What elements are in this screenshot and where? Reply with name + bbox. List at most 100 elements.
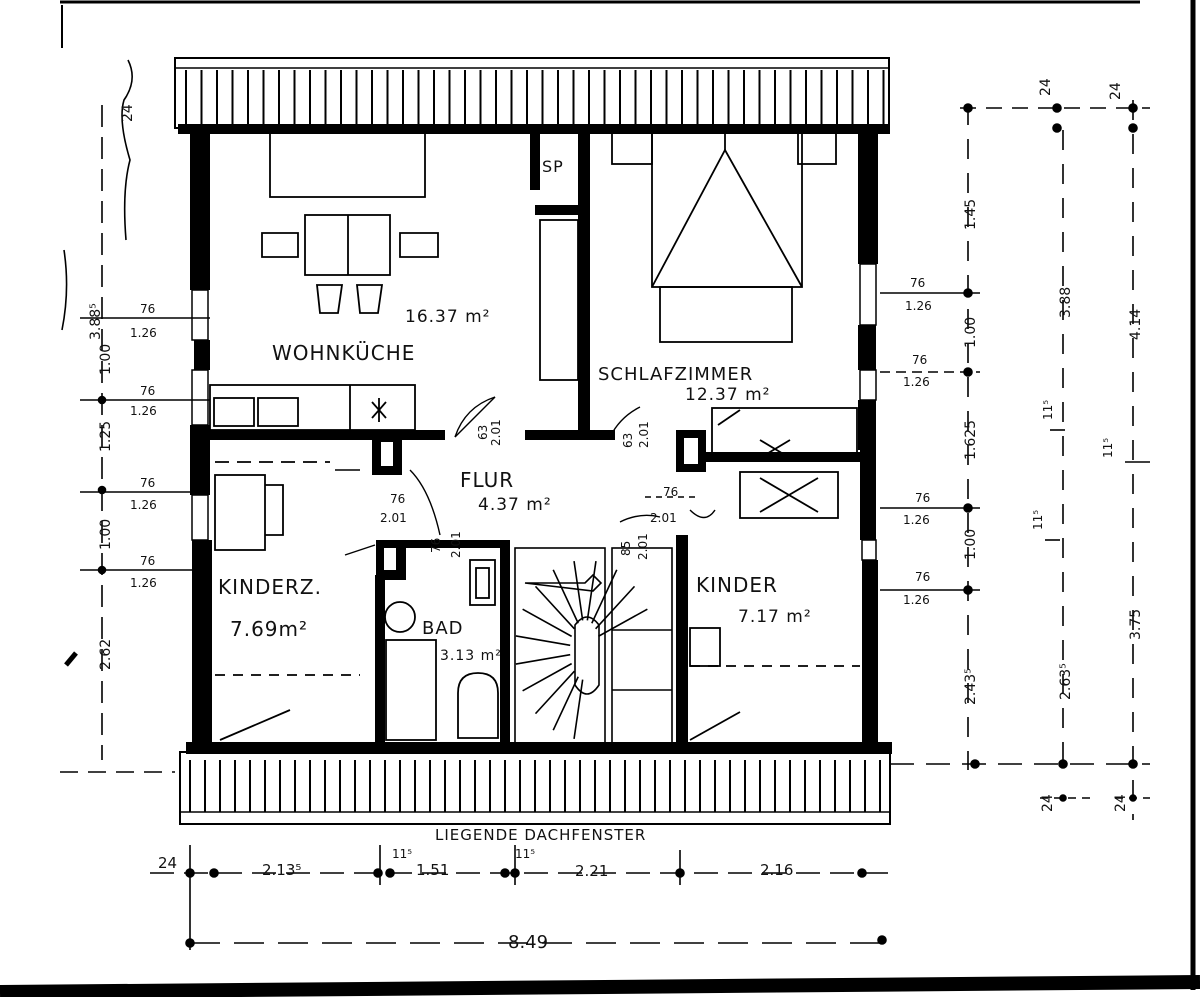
dim-bottom-wall-a: 11⁵ bbox=[392, 847, 412, 861]
staircase bbox=[514, 547, 673, 744]
exterior-walls bbox=[178, 124, 892, 754]
dim-bottom-stair: 2.21 bbox=[575, 862, 608, 880]
dim-bottom-wall-b: 11⁵ bbox=[515, 847, 535, 861]
dim-right-bottom-2: 24 bbox=[1113, 794, 1129, 812]
dim-bottom-bad: 1.51 bbox=[416, 861, 449, 879]
door-2-height: 2.01 bbox=[637, 421, 651, 448]
room-name-sp: SP bbox=[542, 157, 564, 176]
dim-bottom-kinderz: 2.13⁵ bbox=[262, 861, 301, 879]
door-4-width: 76 bbox=[429, 538, 443, 553]
left-dimensions: 24 3.88⁵ 1.00 1.25 1.00 2.62 bbox=[88, 104, 136, 670]
window-right-4-width: 76 bbox=[915, 570, 930, 584]
stair-tread bbox=[522, 608, 573, 638]
room-area-wohnkueche: 16.37 m² bbox=[405, 307, 490, 327]
room-area-kinderzimmer: 7.69m² bbox=[230, 617, 308, 641]
stair-tread bbox=[534, 585, 575, 630]
roof-strip-bottom bbox=[179, 751, 891, 825]
dim-left-h100b: 1.00 bbox=[98, 519, 114, 550]
stair-tread bbox=[534, 670, 575, 715]
window-right-4-height: 1.26 bbox=[903, 593, 930, 607]
dim-left-total: 3.88⁵ bbox=[88, 303, 104, 340]
room-name-wohnkueche: WOHNKÜCHE bbox=[272, 341, 415, 365]
dim-right-h100b: 1.00 bbox=[963, 529, 979, 560]
stair-tread bbox=[522, 662, 573, 692]
room-name-schlafzimmer: SCHLAFZIMMER bbox=[598, 364, 753, 385]
dim-right-h243: 2.43⁵ bbox=[963, 668, 979, 705]
interior-walls bbox=[205, 130, 860, 747]
dim-left-h100a: 1.00 bbox=[98, 344, 114, 375]
stair-tread bbox=[552, 569, 579, 624]
room-labels: WOHNKÜCHE 16.37 m² SP SCHLAFZIMMER 12.37… bbox=[218, 157, 812, 844]
dim-right-h100: 1.00 bbox=[963, 317, 979, 348]
right-window-dimensions: 76 1.26 76 1.26 76 1.26 76 1.26 bbox=[903, 276, 932, 607]
window-left-2-width: 76 bbox=[140, 384, 155, 398]
room-name-kinder: KINDER bbox=[696, 573, 778, 597]
column-voids bbox=[381, 438, 698, 570]
room-area-flur: 4.37 m² bbox=[478, 495, 552, 515]
door-5-height: 2.01 bbox=[650, 511, 677, 525]
stair-tread bbox=[552, 676, 579, 731]
room-name-kinderzimmer: KINDERZ. bbox=[218, 575, 322, 599]
door-2-width: 63 bbox=[621, 433, 635, 448]
dim-left-top: 24 bbox=[120, 104, 136, 122]
window-left-3-height: 1.26 bbox=[130, 498, 157, 512]
door-3-height: 2.01 bbox=[380, 511, 407, 525]
dimension-lines bbox=[60, 59, 1150, 950]
window-left-4-width: 76 bbox=[140, 554, 155, 568]
bedroom-furniture bbox=[611, 131, 858, 459]
window-right-1-width: 76 bbox=[910, 276, 925, 290]
dim-misc-a: 11⁵ bbox=[1041, 400, 1055, 420]
stair-tread bbox=[515, 653, 571, 665]
window-left-1-width: 76 bbox=[140, 302, 155, 316]
window-left-2-height: 1.26 bbox=[130, 404, 157, 418]
roof-window-label: LIEGENDE DACHFENSTER bbox=[435, 826, 646, 844]
dim-bottom-kinder: 2.16 bbox=[760, 861, 793, 879]
room-area-bad: 3.13 m² bbox=[440, 648, 502, 664]
dim-right-h263: 2.63⁵ bbox=[1058, 663, 1074, 700]
dim-right-h1625: 1.625 bbox=[963, 420, 979, 460]
bottom-dimensions: 24 2.13⁵ 11⁵ 1.51 11⁵ 2.21 2.16 8.49 bbox=[158, 847, 793, 953]
door-5-width: 76 bbox=[663, 485, 678, 499]
roof-strip-top bbox=[174, 57, 890, 129]
window-right-1-height: 1.26 bbox=[905, 299, 932, 313]
left-window-dimensions: 76 1.26 76 1.26 76 1.26 76 1.26 bbox=[130, 302, 157, 590]
dim-right-mid: 3.88 bbox=[1058, 287, 1074, 318]
window-left-1-height: 1.26 bbox=[130, 326, 157, 340]
door-6-height: 2.01 bbox=[636, 533, 650, 560]
stair-tread bbox=[573, 679, 584, 740]
door-4-height: 2.01 bbox=[449, 531, 463, 558]
door-1-height: 2.01 bbox=[489, 419, 503, 446]
stair-tread bbox=[515, 635, 571, 647]
room-area-kinder: 7.17 m² bbox=[738, 607, 812, 627]
room-name-flur: FLUR bbox=[460, 468, 514, 492]
window-left-3-width: 76 bbox=[140, 476, 155, 490]
door-1-width: 63 bbox=[476, 425, 490, 440]
kinder-furniture bbox=[689, 471, 860, 741]
dim-right-h375: 3.75 bbox=[1128, 609, 1144, 640]
stair-tread bbox=[573, 560, 584, 621]
dim-misc-c: 11⁵ bbox=[1031, 510, 1045, 530]
window-openings bbox=[191, 263, 877, 561]
window-right-2-width: 76 bbox=[912, 353, 927, 367]
stair-tread bbox=[595, 585, 636, 630]
dim-bottom-total: 8.49 bbox=[508, 932, 548, 953]
window-left-4-height: 1.26 bbox=[130, 576, 157, 590]
door-6-width: 85 bbox=[619, 541, 633, 556]
stair-tread bbox=[597, 608, 648, 638]
kitchen-furniture bbox=[209, 131, 579, 431]
dim-left-h262: 2.62 bbox=[98, 639, 114, 670]
dim-right-total: 4.14 bbox=[1128, 309, 1144, 340]
bathroom-fixtures bbox=[384, 559, 499, 741]
door-dimensions: 63 2.01 63 2.01 76 2.01 76 2.01 76 2.01 … bbox=[380, 419, 678, 560]
room-area-schlafzimmer: 12.37 m² bbox=[685, 385, 770, 405]
room-name-bad: BAD bbox=[422, 618, 464, 639]
door-3-width: 76 bbox=[390, 492, 405, 506]
dim-right-h145: 1.45 bbox=[963, 199, 979, 230]
dim-left-h125: 1.25 bbox=[98, 421, 114, 452]
door-swings bbox=[335, 396, 716, 556]
right-dimensions: 24 24 1.45 1.00 1.625 1.00 2.43⁵ 2.63⁵ 3… bbox=[963, 78, 1144, 812]
dim-right-top-2: 24 bbox=[1108, 82, 1124, 100]
childroom-furniture bbox=[214, 461, 360, 741]
